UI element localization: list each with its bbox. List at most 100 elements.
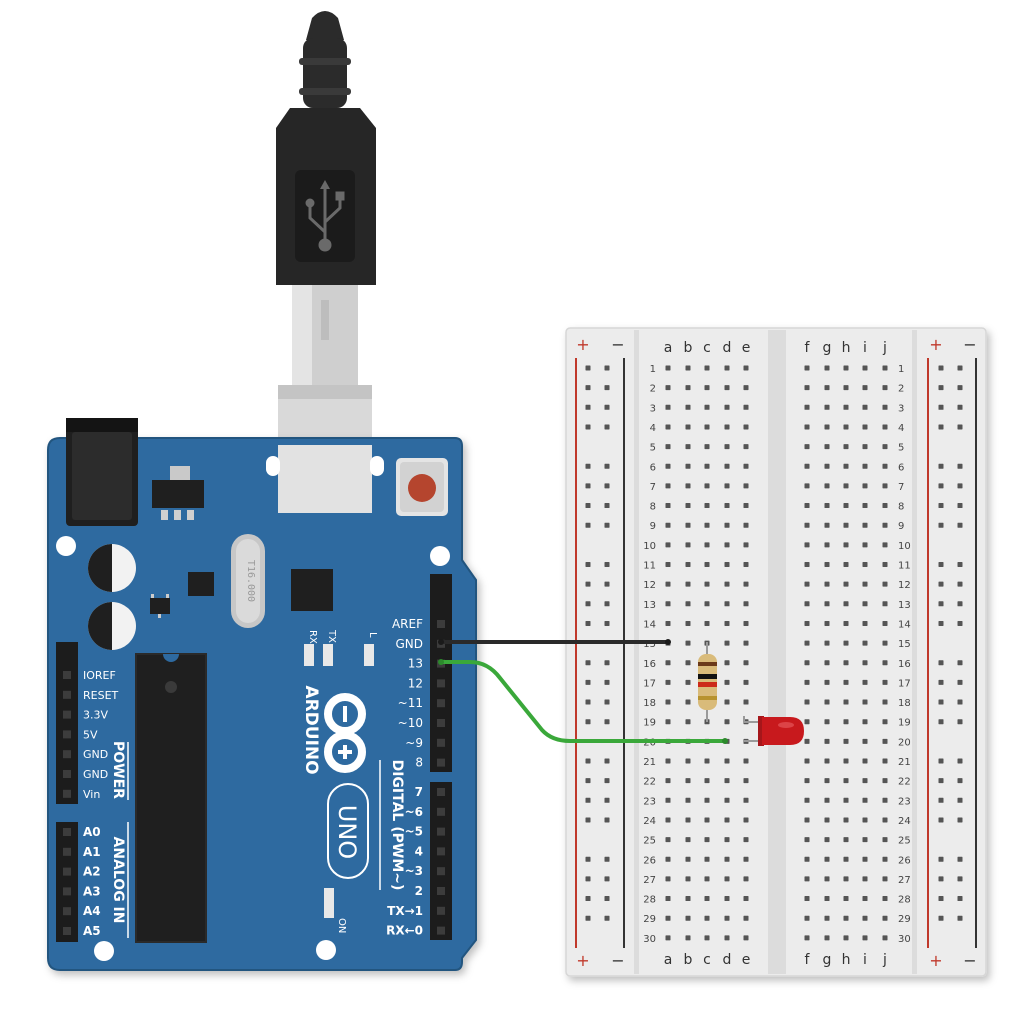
row-label-left: 21	[643, 757, 656, 768]
column-label-bottom: a	[664, 952, 673, 968]
row-label-left: 25	[643, 836, 656, 847]
digital-pin-pin[interactable]	[437, 926, 445, 935]
column-label-top: j	[882, 340, 887, 356]
row-label-right: 24	[898, 816, 911, 827]
reset-button[interactable]	[396, 458, 448, 516]
power-section-label: POWER	[110, 741, 126, 799]
digital-pin-label: 7	[415, 785, 423, 799]
digital-pin-pin[interactable]	[437, 738, 445, 747]
rail-sign-top: +	[576, 335, 589, 354]
power-pin-label: GND	[83, 748, 108, 761]
power-pin-pin[interactable]	[63, 770, 71, 778]
led-label-tx: TX	[326, 629, 337, 643]
row-label-left: 7	[650, 482, 656, 493]
digital-pin-pin[interactable]	[437, 906, 445, 915]
power-jack	[66, 418, 138, 526]
row-label-left: 3	[650, 403, 656, 414]
row-label-left: 17	[643, 678, 656, 689]
column-label-bottom: c	[703, 952, 711, 968]
digital-pin-label: GND	[395, 637, 423, 651]
analog-pin-label: A1	[83, 845, 101, 859]
analog-pin-pin[interactable]	[63, 828, 71, 836]
row-label-left: 22	[643, 777, 656, 788]
digital-pin-pin[interactable]	[437, 620, 445, 628]
power-pin-pin[interactable]	[63, 789, 71, 798]
rail-sign-bottom: −	[963, 951, 976, 970]
row-label-right: 10	[898, 541, 911, 552]
row-label-right: 1	[898, 364, 904, 375]
analog-pin-label: A2	[83, 865, 101, 879]
digital-pin-label: 13	[408, 657, 423, 671]
analog-pin-pin[interactable]	[63, 907, 71, 916]
digital-pin-label: AREF	[392, 617, 423, 631]
row-label-right: 12	[898, 580, 911, 591]
row-label-left: 14	[643, 619, 656, 630]
row-label-left: 29	[643, 914, 656, 925]
row-label-left: 30	[643, 934, 656, 945]
analog-pin-pin[interactable]	[63, 847, 71, 856]
digital-pin-pin[interactable]	[437, 788, 445, 796]
row-label-right: 17	[898, 678, 911, 689]
power-pin-pin[interactable]	[63, 710, 71, 719]
column-label-bottom: j	[882, 952, 887, 968]
analog-pin-label: A5	[83, 924, 101, 938]
uno-label: UNO	[333, 805, 361, 859]
row-label-left: 28	[643, 895, 656, 906]
led-label-l: L	[367, 632, 378, 638]
column-label-bottom: i	[863, 952, 867, 968]
digital-pin-pin[interactable]	[437, 847, 445, 856]
power-pin-label: RESET	[83, 689, 119, 702]
voltage-regulator	[152, 466, 204, 520]
small-ic	[188, 572, 214, 596]
status-leds: RX TX L ON	[304, 629, 378, 933]
row-label-right: 15	[898, 639, 911, 650]
power-pin-pin[interactable]	[63, 671, 71, 679]
analog-pin-pin[interactable]	[63, 887, 71, 896]
column-label-bottom: d	[723, 952, 732, 968]
usb-port	[278, 445, 372, 513]
row-label-left: 10	[643, 541, 656, 552]
power-header	[56, 642, 78, 804]
column-label-top: b	[684, 340, 693, 356]
digital-pin-label: ~6	[405, 805, 423, 819]
power-pin-pin[interactable]	[63, 750, 71, 759]
column-label-top: h	[842, 340, 851, 356]
resistor	[698, 642, 717, 722]
mounting-hole	[56, 536, 76, 556]
digital-pin-pin[interactable]	[437, 867, 445, 876]
arduino-wordmark: ARDUINO	[301, 685, 321, 774]
row-label-right: 19	[898, 718, 911, 729]
digital-pin-pin[interactable]	[437, 807, 445, 816]
digital-pin-label: ~3	[405, 864, 423, 878]
digital-pin-pin[interactable]	[437, 758, 445, 767]
analog-pin-label: A0	[83, 825, 101, 839]
digital-pin-label: ~5	[405, 825, 423, 839]
row-label-left: 11	[643, 561, 656, 572]
mounting-hole	[316, 940, 336, 960]
digital-pin-label: 12	[408, 676, 423, 690]
digital-pin-pin[interactable]	[437, 679, 445, 688]
analog-pin-pin[interactable]	[63, 867, 71, 876]
column-label-bottom: b	[684, 952, 693, 968]
power-pin-pin[interactable]	[63, 730, 71, 739]
row-label-right: 7	[898, 482, 904, 493]
power-pin-label: 5V	[83, 728, 98, 741]
digital-pin-pin[interactable]	[437, 719, 445, 727]
analog-pin-pin[interactable]	[63, 927, 71, 935]
digital-pin-pin[interactable]	[437, 887, 445, 895]
row-label-right: 26	[898, 855, 911, 866]
digital-pin-pin[interactable]	[437, 827, 445, 836]
row-label-right: 25	[898, 836, 911, 847]
digital-pin-pin[interactable]	[437, 699, 445, 708]
column-label-top: d	[723, 340, 732, 356]
uno-badge: UNO	[327, 783, 369, 879]
row-label-left: 16	[643, 659, 656, 670]
rail-sign-top: +	[929, 335, 942, 354]
power-pin-pin[interactable]	[63, 690, 71, 699]
row-label-right: 28	[898, 895, 911, 906]
